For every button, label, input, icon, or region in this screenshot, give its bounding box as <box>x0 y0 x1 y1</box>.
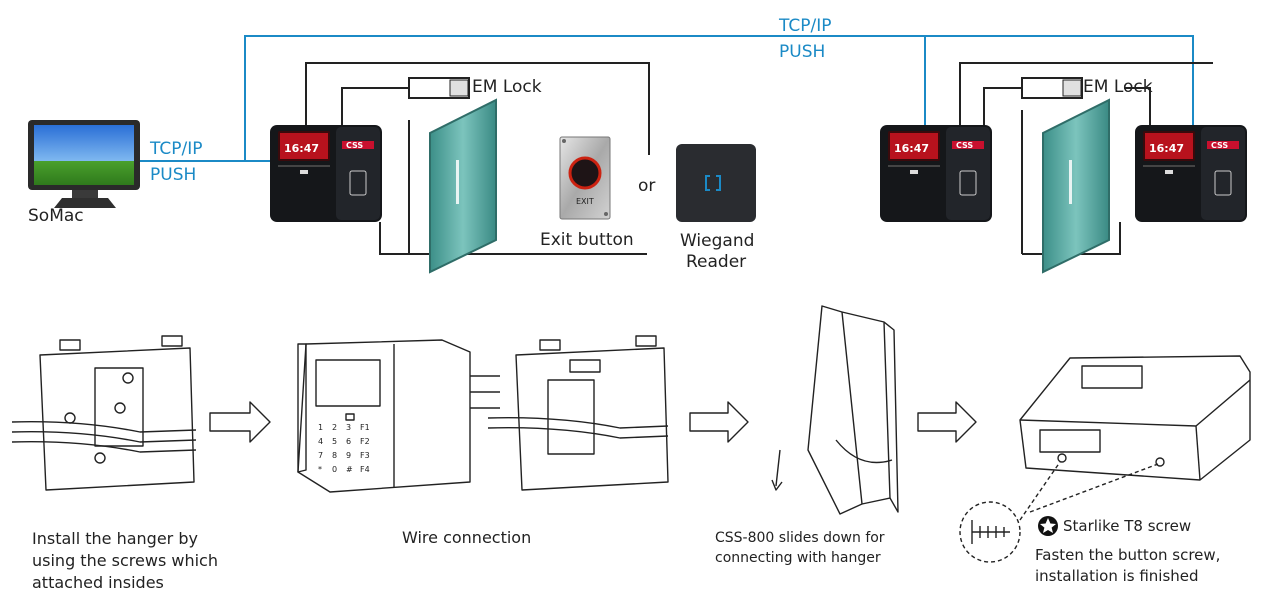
hanger-plate-wired-icon <box>487 335 669 491</box>
keypad-key: * <box>318 465 322 474</box>
exit-button-label: Exit button <box>540 230 634 250</box>
somac-computer-icon <box>28 120 140 208</box>
em-lock-label-left: EM Lock <box>472 77 542 97</box>
keypad-key: 3 <box>346 423 351 432</box>
wiegand-reader-icon <box>676 144 756 222</box>
somac-label: SoMac <box>28 206 84 226</box>
keypad-key: 4 <box>318 437 323 446</box>
keypad-key: 1 <box>318 423 323 432</box>
em-lock-label-right: EM Lock <box>1083 77 1153 97</box>
device-brand-left: CSS <box>346 141 363 150</box>
wiegand-label-line2: Reader <box>686 252 747 272</box>
network-lines <box>140 35 1194 162</box>
step1-text-line1: Install the hanger by <box>32 529 198 548</box>
push-label-left: PUSH <box>150 165 197 185</box>
keypad-key: 6 <box>346 437 351 446</box>
keypad-key: 8 <box>332 451 337 460</box>
or-label: or <box>638 176 656 196</box>
terminal-lineart-icon <box>297 339 500 493</box>
terminal-side-view-icon <box>771 305 899 515</box>
tcpip-label-left: TCP/IP <box>150 139 203 159</box>
push-label-top: PUSH <box>779 42 826 62</box>
terminal-bottom-view-icon <box>1019 355 1251 481</box>
device-brand-right-b: CSS <box>1211 141 1228 150</box>
screw-type-label: Starlike T8 screw <box>1063 517 1192 535</box>
device-time-left: 16:47 <box>284 142 319 155</box>
keypad-key: 9 <box>346 451 351 460</box>
device-time-right-a: 16:47 <box>894 142 929 155</box>
step-arrow-1 <box>209 401 271 443</box>
door-right-icon <box>1042 99 1110 273</box>
device-time-right-b: 16:47 <box>1149 142 1184 155</box>
control-wiring <box>305 62 1213 255</box>
step-arrow-3 <box>917 401 977 443</box>
step3-text-line1: CSS-800 slides down for <box>715 530 885 546</box>
step1-text-line3: attached insides <box>32 573 164 592</box>
step2-text: Wire connection <box>402 528 532 547</box>
device-brand-right-a: CSS <box>956 141 973 150</box>
keypad-key: F4 <box>360 465 370 474</box>
keypad-key: F1 <box>360 423 370 432</box>
tcpip-label-top: TCP/IP <box>779 16 832 36</box>
access-terminal-right-a <box>879 124 993 223</box>
star-screw-icon <box>1038 516 1058 536</box>
step1-text-line2: using the screws which <box>32 551 218 570</box>
step3-text-line2: connecting with hanger <box>715 550 881 566</box>
screw-callout-icon <box>959 461 1159 563</box>
hanger-plate-icon <box>11 335 197 491</box>
em-lock-right-icon <box>1021 77 1083 99</box>
exit-button-icon <box>559 136 611 220</box>
keypad-key: 0 <box>332 465 337 474</box>
keypad-key: 7 <box>318 451 323 460</box>
step-arrow-2 <box>689 401 749 443</box>
access-terminal-left <box>269 124 383 223</box>
keypad-key: F2 <box>360 437 370 446</box>
door-left-icon <box>429 99 497 273</box>
wiegand-label-line1: Wiegand <box>680 231 755 251</box>
em-lock-left-icon <box>408 77 470 99</box>
keypad-key: 2 <box>332 423 337 432</box>
access-terminal-right-b <box>1134 124 1248 223</box>
exit-plate-text: EXIT <box>576 197 594 206</box>
step4-text-line2: installation is finished <box>1035 567 1199 585</box>
keypad-key: # <box>346 465 353 474</box>
step4-text-line1: Fasten the button screw, <box>1035 546 1221 564</box>
keypad-key: 5 <box>332 437 337 446</box>
keypad-key: F3 <box>360 451 370 460</box>
